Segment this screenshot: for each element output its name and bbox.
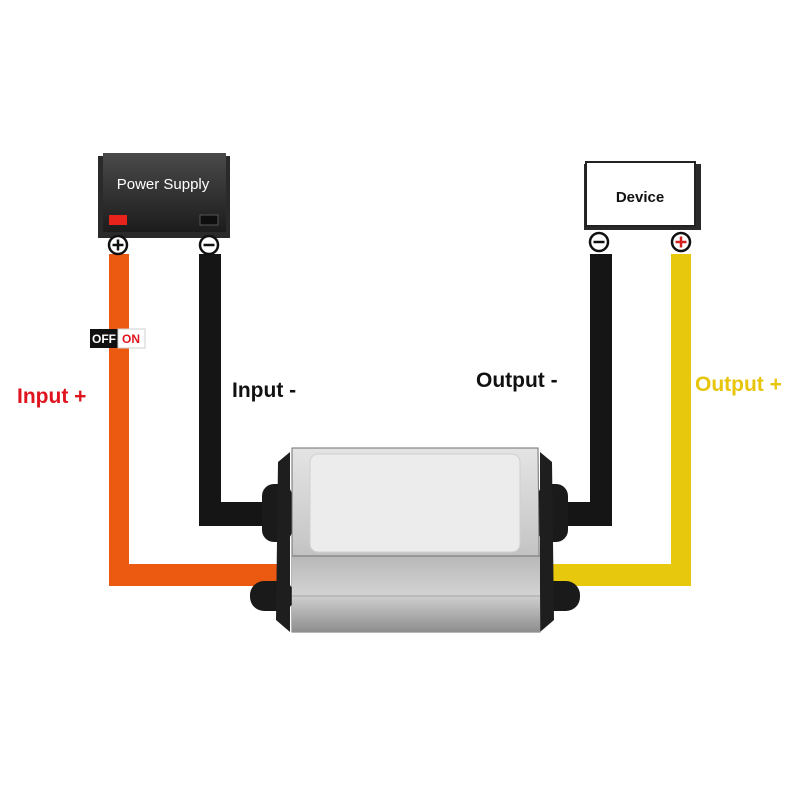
converter-label-panel [309, 453, 521, 553]
label-output-negative: Output - [476, 369, 558, 392]
converter-lower-section [292, 556, 540, 632]
minus-circle-icon [588, 231, 610, 253]
power-supply-label: Power Supply [117, 176, 210, 193]
switch-on-segment [117, 328, 146, 349]
device: Device [584, 161, 701, 230]
plus-circle-icon [670, 231, 692, 253]
wire-output-positive [540, 254, 691, 586]
label-input-negative: Input - [232, 379, 296, 402]
left-end-cap [276, 452, 290, 632]
label-output-positive: Output + [695, 373, 782, 396]
wire-output-negative-vertical [590, 254, 612, 526]
wire-input-positive [109, 254, 284, 586]
wire-output-positive-horizontal [540, 564, 691, 586]
power-supply: Power Supply [98, 153, 230, 238]
power-switch: OFF ON [90, 328, 146, 349]
wire-input-negative-vertical [199, 254, 221, 526]
power-supply-black-jack [199, 214, 219, 226]
wire-input-positive-horizontal [109, 564, 284, 586]
device-label: Device [616, 189, 664, 206]
right-end-cap [540, 452, 554, 632]
label-input-positive: Input + [17, 385, 86, 408]
switch-off-label: OFF [92, 332, 116, 346]
plus-circle-icon [107, 234, 129, 256]
switch-on-label: ON [122, 332, 140, 346]
switch-off-segment [90, 329, 118, 348]
device-box [585, 161, 696, 227]
wire-output-positive-vertical [671, 254, 691, 580]
converter-module-icon [250, 447, 580, 633]
power-supply-red-jack [109, 215, 127, 225]
wire-input-positive-vertical [109, 254, 129, 580]
minus-circle-icon [198, 234, 220, 256]
